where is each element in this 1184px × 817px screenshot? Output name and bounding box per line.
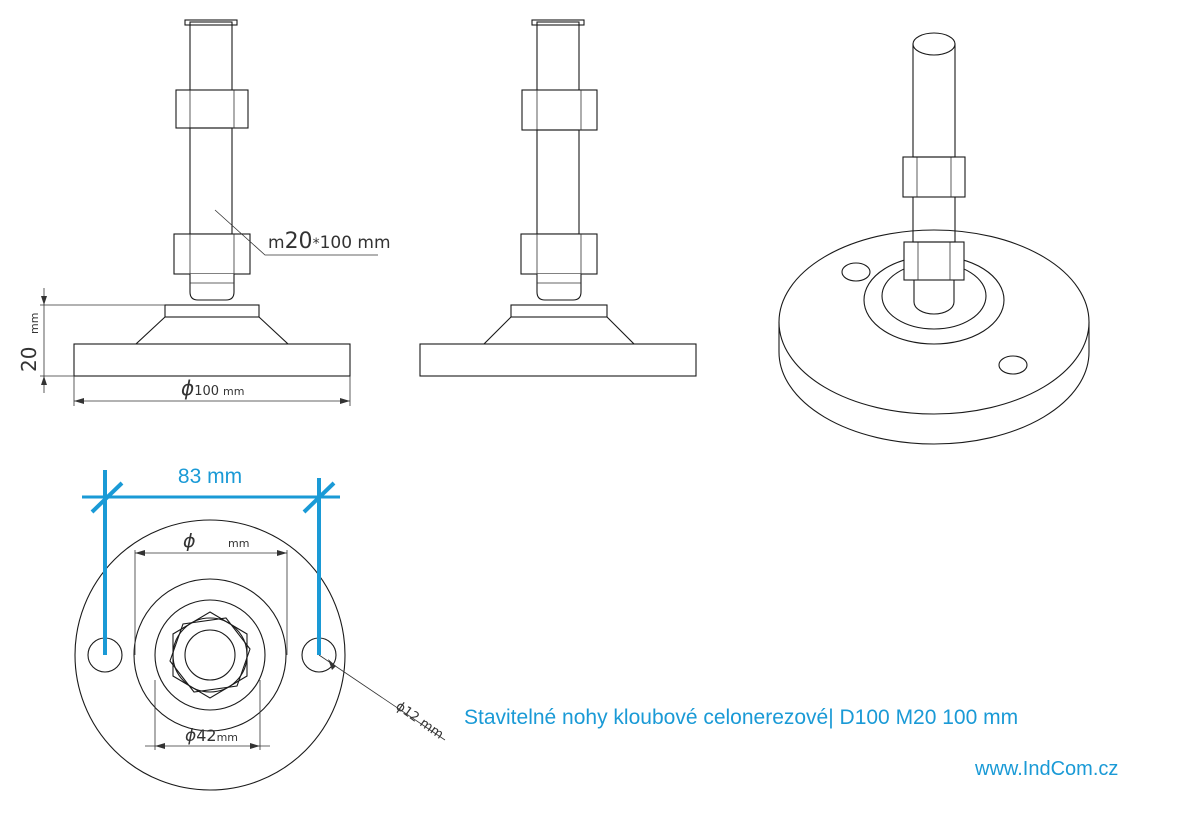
product-title: Stavitelné nohy kloubové celonerezové| D… (464, 706, 1019, 729)
hole-diameter-label: ϕ12 mm (393, 699, 446, 743)
height-dimension: 20 (17, 347, 41, 372)
hub-diameter-label: ϕ42mm (185, 726, 238, 746)
thread-label: m20*100 mm (268, 229, 391, 254)
height-unit: mm (28, 313, 41, 334)
hole-spacing-dimension: 83 mm (82, 465, 340, 655)
hole-spacing-label: 83 mm (178, 465, 242, 488)
isometric-view (778, 32, 1090, 445)
website-link[interactable]: www.IndCom.cz (975, 758, 1119, 780)
front-view-plain (419, 19, 697, 377)
